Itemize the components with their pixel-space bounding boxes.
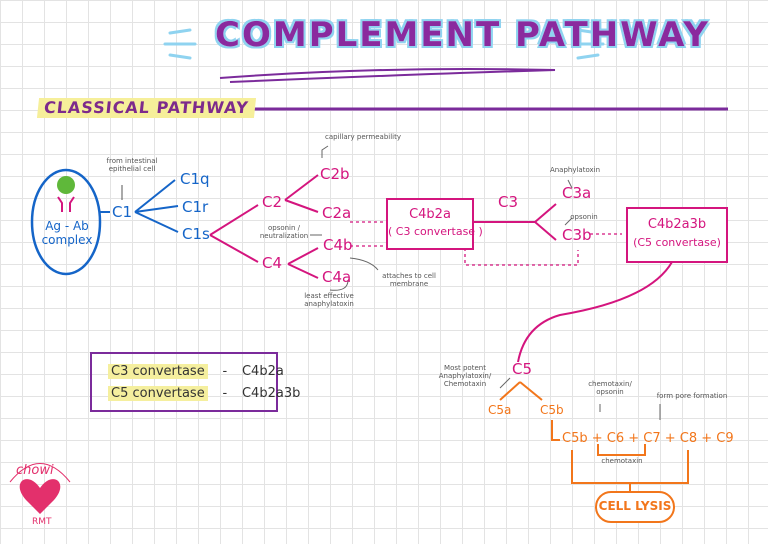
c2a-node: C2a (322, 204, 352, 222)
chemotaxin-note: chemotaxin (601, 457, 643, 465)
title-underline (219, 68, 556, 83)
c4b-node: C4b (323, 236, 353, 254)
legend-c3-label: C3 convertase (108, 364, 208, 379)
page-title: COMPLEMENT PATHWAY (215, 15, 710, 55)
c5a-note: Most potent Anaphylatoxin/ Chemotaxin (438, 364, 492, 389)
c3-node: C3 (498, 193, 519, 211)
c1-note: from intestinal epithelial cell (106, 157, 158, 174)
c1s-node: C1s (182, 225, 210, 243)
c1r-node: C1r (182, 198, 209, 216)
heart-icon (19, 479, 61, 514)
c2b-note: capillary permeability (324, 133, 402, 141)
legend-c5-dash: - (222, 386, 228, 401)
c5-convertase-box: C4b2a3b (C5 convertase) (626, 207, 728, 263)
opsonin-note: opsonin / neutralization (259, 224, 309, 241)
ag-ab-circle (30, 168, 102, 276)
convertase-legend: C3 convertase - C4b2a C5 convertase - C4… (90, 352, 300, 412)
c5b-note: chemotaxin/ opsonin (588, 380, 632, 397)
legend-row-c3: C3 convertase - C4b2a (108, 364, 284, 379)
pore-note: form pore formation (656, 392, 728, 400)
c3a-note: Anaphylatoxin (549, 166, 601, 174)
antibody-icon (57, 176, 75, 212)
legend-c5-value: C4b2a3b (241, 386, 301, 401)
legend-c3-dash: - (222, 364, 228, 379)
c5b-node: C5b (540, 403, 564, 417)
section-heading: CLASSICAL PATHWAY (36, 98, 256, 118)
signature-top: chowi (16, 463, 54, 478)
c3-convertase-name: C4b2a (409, 207, 451, 222)
c3b-node: C3b (562, 226, 592, 244)
c5-node: C5 (512, 360, 533, 378)
mac-equation: C5b + C6 + C7 + C8 + C9 (562, 431, 734, 446)
c1q-node: C1q (180, 170, 210, 188)
legend-c3-value: C4b2a (241, 364, 284, 379)
c1-node: C1 (112, 203, 133, 221)
c3-convertase-caption: ( C3 convertase ) (388, 225, 483, 238)
c5-convertase-name: C4b2a3b (647, 217, 707, 232)
c2-node: C2 (262, 193, 283, 211)
c2b-node: C2b (320, 165, 350, 183)
c4a-note: least effective anaphylatoxin (304, 292, 354, 309)
c5a-node: C5a (488, 403, 512, 417)
c3-convertase-box: C4b2a ( C3 convertase ) (386, 198, 483, 250)
title-decoration (163, 28, 605, 60)
c5-convertase-caption: (C5 convertase) (633, 236, 721, 249)
c4a-node: C4a (322, 268, 352, 286)
c4b-note: attaches to cell membrane (382, 272, 436, 289)
legend-c5-label: C5 convertase (108, 386, 208, 401)
cell-lysis-outline (595, 491, 675, 523)
ag-ab-complex-label: Ag - Ab complex (41, 219, 93, 247)
c3b-note: opsonin (570, 213, 598, 221)
c3a-node: C3a (562, 184, 592, 202)
signature-bottom: RMT (32, 517, 52, 527)
legend-row-c5: C5 convertase - C4b2a3b (108, 386, 300, 401)
cell-lysis-label: CELL LYSIS (598, 499, 672, 513)
c4-node: C4 (262, 254, 283, 272)
